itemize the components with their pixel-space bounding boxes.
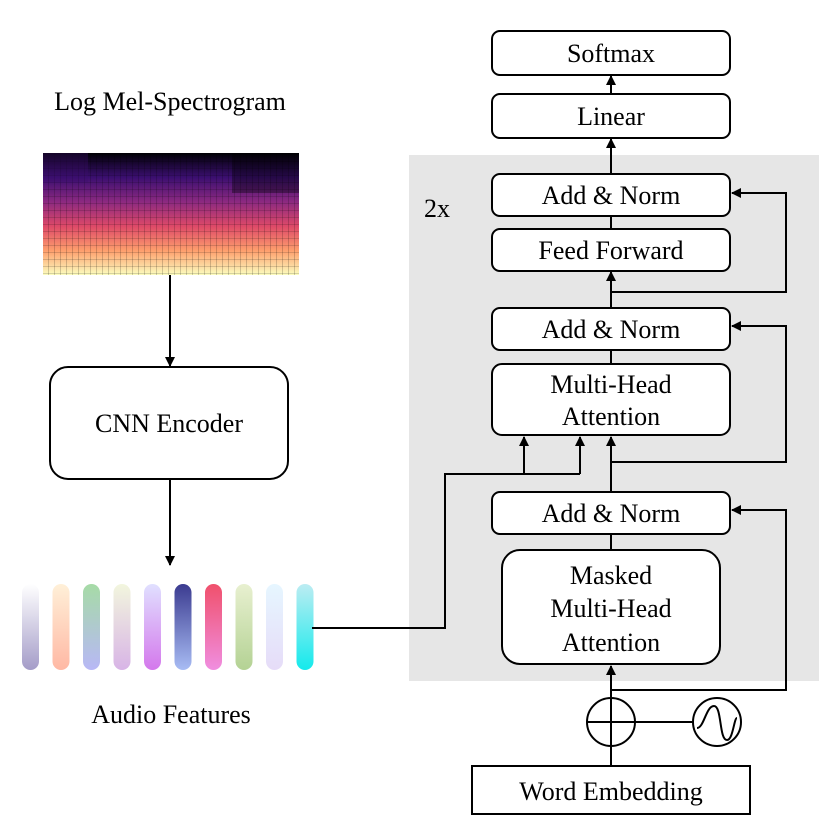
masked-mha-line1: Masked <box>570 561 652 590</box>
audio-feature-bar <box>205 584 222 670</box>
audio-feature-bar <box>52 584 70 670</box>
audio-feature-bars <box>22 584 314 670</box>
audio-feature-bar <box>83 584 100 670</box>
positional-encoding-icon <box>692 697 742 747</box>
audio-feature-bar <box>113 584 131 670</box>
residual-arrow-top <box>611 188 787 293</box>
spectrogram-title: Log Mel-Spectrogram <box>54 87 286 116</box>
residual-arrow-bottom <box>611 505 787 691</box>
cnn-encoder-label: CNN Encoder <box>95 409 243 438</box>
audio-feature-bar <box>266 584 283 670</box>
add-icon <box>586 697 636 747</box>
add-norm-bottom-label: Add & Norm <box>542 499 681 528</box>
audio-features-label: Audio Features <box>91 700 251 729</box>
audio-feature-bar <box>235 584 253 670</box>
add-norm-top-label: Add & Norm <box>542 181 681 210</box>
audio-feature-bar <box>174 584 192 670</box>
masked-mha-line2: Multi-Head <box>550 594 671 623</box>
word-embedding-box <box>471 765 751 815</box>
mha-label-line1: Multi-Head <box>550 370 671 399</box>
audio-feature-bar <box>22 584 39 670</box>
residual-arrow-mid <box>611 321 787 463</box>
audio-feature-bar <box>144 584 161 670</box>
feed-forward-label: Feed Forward <box>538 236 683 265</box>
multi-head-attention-box <box>491 363 731 436</box>
mha-label-line2: Attention <box>562 402 660 431</box>
audio-feature-bar <box>296 584 314 670</box>
linear-label: Linear <box>577 102 645 131</box>
masked-mha-line3: Attention <box>562 628 660 657</box>
spectrogram-image <box>43 153 299 275</box>
masked-mha-box <box>501 549 721 665</box>
repeat-label: 2x <box>424 194 450 223</box>
softmax-label: Softmax <box>567 39 655 68</box>
features-to-decoder-line <box>312 473 580 629</box>
word-embedding-label: Word Embedding <box>519 777 703 806</box>
add-norm-mid-label: Add & Norm <box>542 315 681 344</box>
